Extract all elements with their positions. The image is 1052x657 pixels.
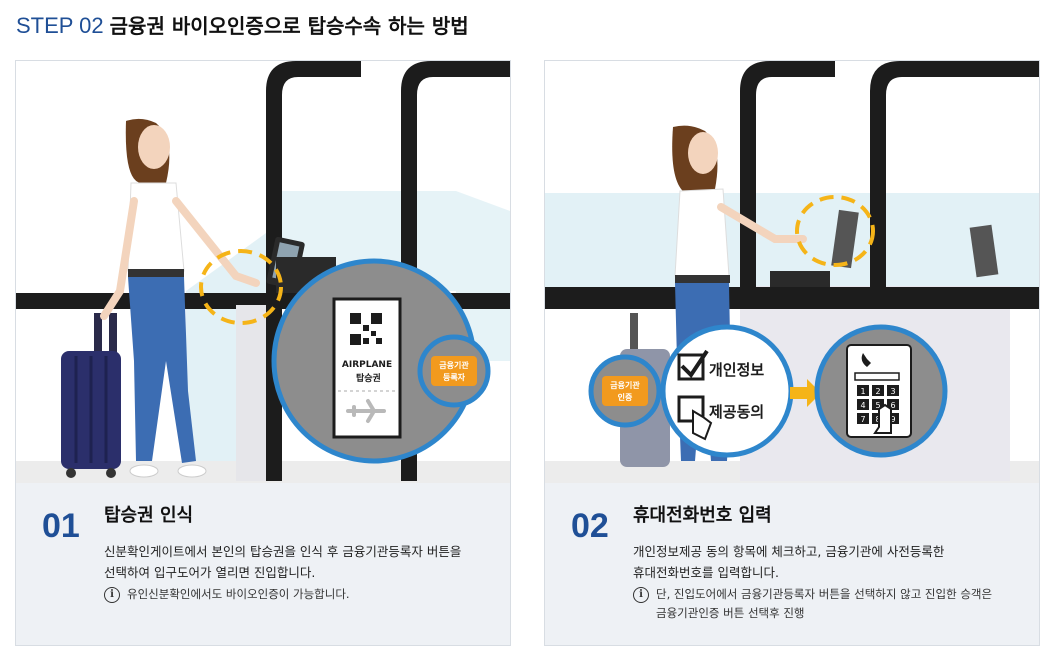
keypad-key [857,385,869,396]
checkbox-checked-icon [677,349,709,381]
step-description: 신분확인게이트에서 본인의 탑승권을 인식 후 금융기관등록자 버튼을 선택하여… [104,541,499,583]
step-info-2: 02 휴대전화번호 입력 개인정보제공 동의 항목에 체크하고, 금융기관에 사… [545,483,1039,645]
description-line: 선택하여 입구도어가 열리면 진입합니다. [104,565,316,580]
note-line: 단, 진입도어에서 금융기관등록자 버튼을 선택하지 않고 진입한 승객은 [656,587,993,601]
step-card-2: 금융기관 인증 개인정보 제공동의 123456789 02 휴대전화번호 입력 [544,60,1040,646]
description-line: 개인정보제공 동의 항목에 체크하고, 금융기관에 사전등록한 [633,544,945,559]
illustration-phone-entry: 금융기관 인증 개인정보 제공동의 123456789 [545,61,1039,483]
keypad-key [857,399,869,410]
ticket-airplane-text: AIRPLANE [342,360,392,370]
step-description: 개인정보제공 동의 항목에 체크하고, 금융기관에 사전등록한 휴대전화번호를 … [633,541,1028,583]
arrow-right-icon [790,379,821,407]
note-line: 유인신분확인에서도 바이오인증이 가능합니다. [127,587,350,601]
ticket-label-text: 탑승권 [356,372,381,384]
button-label-line1: 금융기관 [610,380,640,390]
button-label-line2: 인증 [618,392,633,402]
checkbox-empty-icon [677,395,705,423]
keypad-key [857,413,869,424]
phone-icon [861,353,871,367]
step-info-1: 01 탑승권 인식 신분확인게이트에서 본인의 탑승권을 인식 후 금융기관등록… [16,483,510,645]
step-number: 01 [42,507,80,545]
step-label: STEP 02 [16,13,104,38]
button-label-line2: 등록자 [443,372,466,382]
description-line: 신분확인게이트에서 본인의 탑승권을 인식 후 금융기관등록자 버튼을 [104,544,462,559]
info-icon: i [104,587,120,603]
note-line: 금융기관인증 버튼 선택후 진행 [656,606,805,620]
keypad-key-label: 5 [875,401,880,410]
airplane-icon [346,399,386,423]
keypad-key-label: 9 [890,415,895,424]
step-title: 휴대전화번호 입력 [633,505,772,526]
button-label-line1: 금융기관 [439,360,469,370]
keypad-key [887,399,899,410]
keypad-key [872,385,884,396]
step-number: 02 [571,507,609,545]
step-title: 탑승권 인식 [104,505,194,526]
step-card-1: AIRPLANE 탑승권 금융기관 등록자 01 탑승권 인식 신분확인게이트에… [15,60,511,646]
illustration-ticket-scan: AIRPLANE 탑승권 금융기관 등록자 [16,61,510,483]
keypad-key [872,399,884,410]
keypad-key [887,413,899,424]
keypad-key-label: 2 [875,387,880,396]
step-note: i 단, 진입도어에서 금융기관등록자 버튼을 선택하지 않고 진입한 승객은 … [633,585,992,623]
page-heading: 금융권 바이오인증으로 탑승수속 하는 방법 [109,14,469,38]
keypad-key-label: 4 [860,401,865,410]
qr-code-icon [350,313,382,345]
keypad-key-label: 1 [860,387,865,396]
consent-line2: 제공동의 [709,403,764,421]
info-icon: i [633,587,649,603]
step-note: i 유인신분확인에서도 바이오인증이 가능합니다. [104,585,350,604]
keypad-key [887,385,899,396]
keypad-key-label: 6 [890,401,895,410]
keypad-key-label: 7 [860,415,865,424]
consent-line1: 개인정보 [709,361,764,379]
keypad-key-label: 3 [890,387,895,396]
description-line: 휴대전화번호를 입력합니다. [633,565,779,580]
